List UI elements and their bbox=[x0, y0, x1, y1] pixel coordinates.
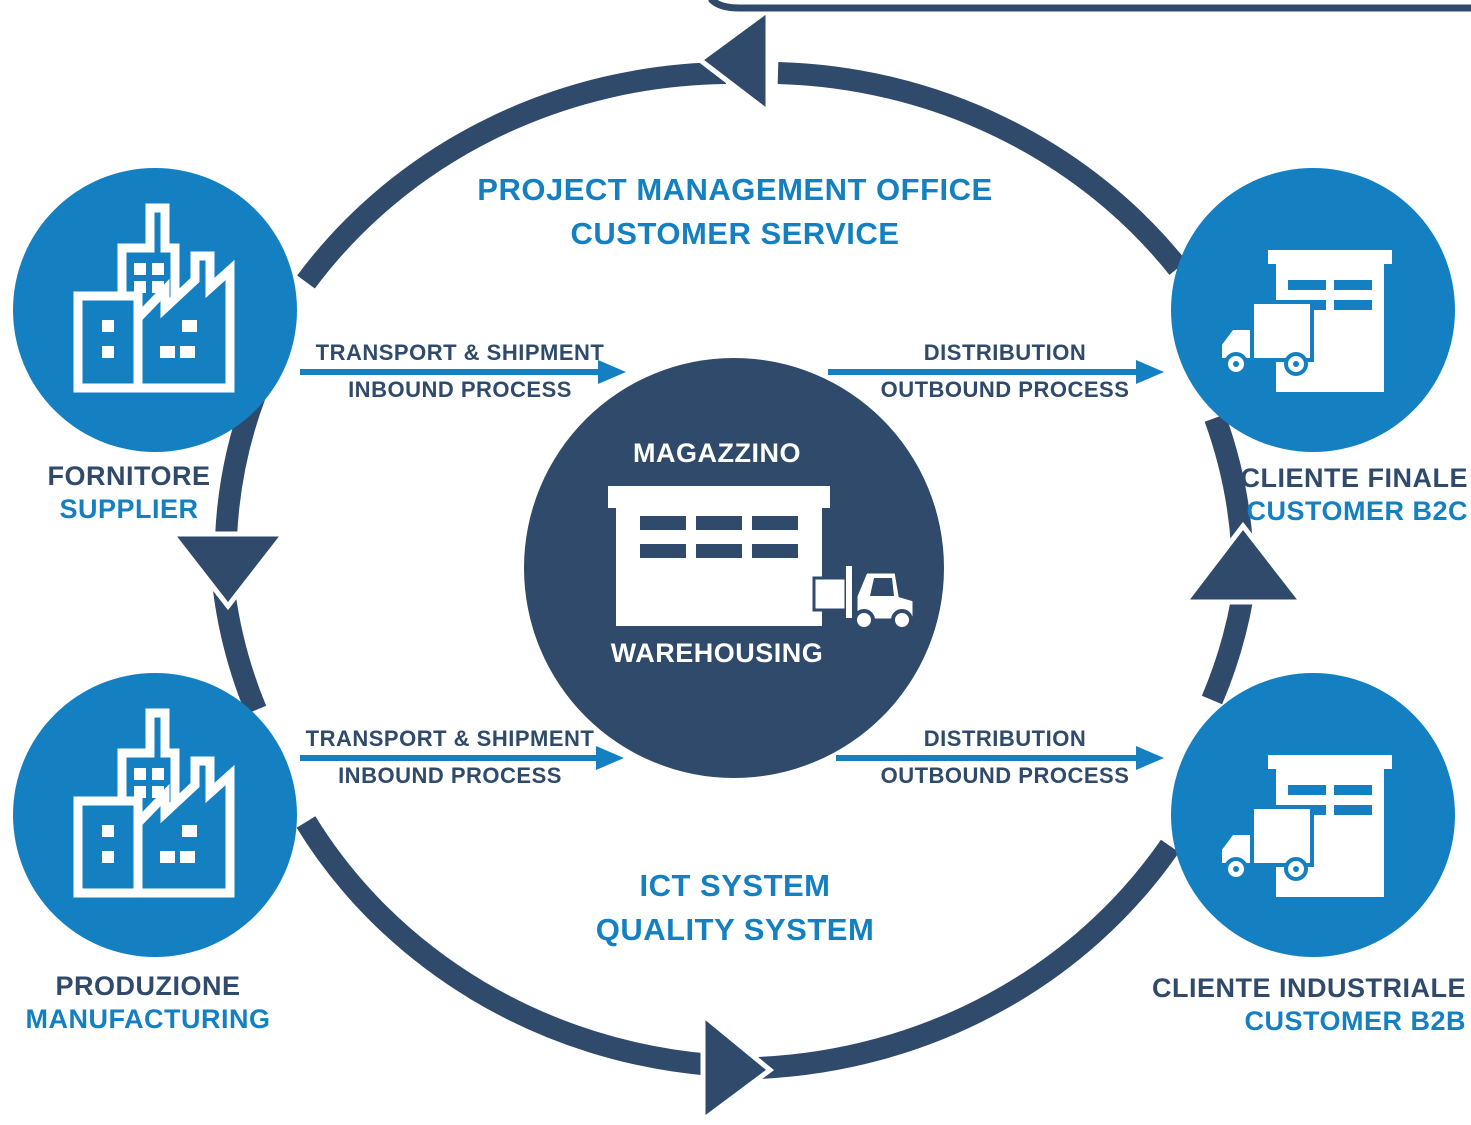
manufacturing-label-it: PRODUZIONE bbox=[55, 971, 241, 1001]
supplier-label-it: FORNITORE bbox=[47, 461, 211, 491]
bottom-label-line2: QUALITY SYSTEM bbox=[595, 912, 875, 947]
arrow-inbound-bottom bbox=[300, 746, 624, 770]
outbound-bottom-line2: OUTBOUND PROCESS bbox=[880, 763, 1130, 788]
inbound-bottom-label: TRANSPORT & SHIPMENT INBOUND PROCESS bbox=[290, 724, 610, 790]
forklift-icon bbox=[812, 566, 916, 631]
flow-arrows bbox=[300, 360, 1164, 770]
ring-arrow-down-pointing bbox=[166, 531, 290, 611]
arrow-outbound-bottom bbox=[836, 746, 1164, 770]
manufacturing-label-en: MANUFACTURING bbox=[25, 1004, 271, 1034]
corner-frame bbox=[708, 0, 1471, 12]
outbound-top-label: DISTRIBUTION OUTBOUND PROCESS bbox=[860, 338, 1150, 404]
ring-right-lower-arc bbox=[1201, 597, 1253, 705]
customer-b2b-label-it: CLIENTE INDUSTRIALE bbox=[1151, 973, 1466, 1003]
customer-b2c-label-it: CLIENTE FINALE bbox=[1240, 463, 1468, 493]
ring-arrow-right-pointing bbox=[700, 1009, 775, 1125]
warehouse-title-top: MAGAZZINO bbox=[633, 438, 801, 468]
customer-b2b-label-en: CUSTOMER B2B bbox=[1244, 1006, 1466, 1036]
outbound-top-line1: DISTRIBUTION bbox=[923, 340, 1087, 365]
outbound-bottom-line1: DISTRIBUTION bbox=[923, 726, 1087, 751]
top-label: PROJECT MANAGEMENT OFFICE CUSTOMER SERVI… bbox=[435, 168, 1035, 256]
ring-arrow-left-pointing bbox=[695, 5, 771, 118]
node-manufacturing bbox=[13, 673, 297, 957]
arrow-inbound-top bbox=[300, 360, 626, 384]
customer-b2c-label-en: CUSTOMER B2C bbox=[1246, 496, 1468, 526]
customer-b2b-label: CLIENTE INDUSTRIALE CUSTOMER B2B bbox=[1110, 972, 1466, 1038]
ring-arrow-up-pointing bbox=[1179, 521, 1308, 605]
inbound-bottom-line1: TRANSPORT & SHIPMENT bbox=[305, 726, 595, 751]
inbound-top-label: TRANSPORT & SHIPMENT INBOUND PROCESS bbox=[300, 338, 620, 404]
inbound-bottom-line2: INBOUND PROCESS bbox=[338, 763, 562, 788]
top-label-line1: PROJECT MANAGEMENT OFFICE bbox=[477, 172, 993, 207]
ring-bottom-right-arc bbox=[757, 839, 1180, 1079]
ring-top-left-arc bbox=[297, 62, 727, 289]
node-supplier bbox=[13, 168, 297, 452]
top-label-line2: CUSTOMER SERVICE bbox=[570, 216, 900, 251]
inbound-top-line1: TRANSPORT & SHIPMENT bbox=[315, 340, 605, 365]
arrow-outbound-top bbox=[828, 360, 1164, 384]
ring-bottom-left-arc bbox=[296, 816, 713, 1076]
bottom-label-line1: ICT SYSTEM bbox=[639, 868, 831, 903]
customer-b2c-label: CLIENTE FINALE CUSTOMER B2C bbox=[1200, 462, 1468, 528]
manufacturing-label: PRODUZIONE MANUFACTURING bbox=[10, 970, 286, 1036]
outbound-bottom-label: DISTRIBUTION OUTBOUND PROCESS bbox=[860, 724, 1150, 790]
node-customer-b2b bbox=[1171, 673, 1455, 957]
node-warehouse bbox=[524, 358, 944, 778]
outbound-top-line2: OUTBOUND PROCESS bbox=[880, 377, 1130, 402]
bottom-label: ICT SYSTEM QUALITY SYSTEM bbox=[485, 864, 985, 952]
supplier-label: FORNITORE SUPPLIER bbox=[22, 460, 236, 526]
supplier-label-en: SUPPLIER bbox=[59, 494, 199, 524]
inbound-top-line2: INBOUND PROCESS bbox=[348, 377, 572, 402]
node-customer-b2c bbox=[1171, 168, 1455, 452]
ring-top-right-arc bbox=[777, 62, 1187, 275]
warehouse-icon bbox=[608, 486, 830, 626]
warehouse-title-bottom: WAREHOUSING bbox=[610, 638, 824, 668]
